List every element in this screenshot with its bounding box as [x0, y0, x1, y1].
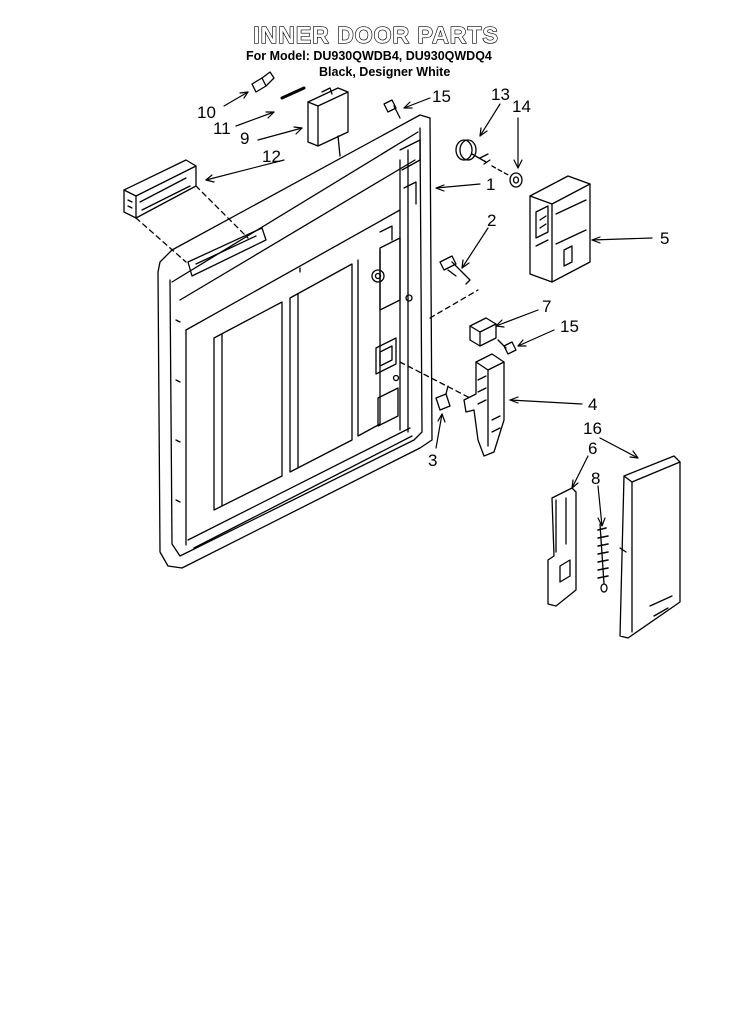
callout-8: 8 — [591, 469, 601, 488]
part-3-clip — [435, 385, 451, 411]
callout-1: 1 — [486, 175, 496, 194]
part-8-spring — [597, 523, 609, 593]
callout-12: 12 — [262, 147, 281, 166]
callout-10: 10 — [197, 103, 216, 122]
part-4-latch — [463, 353, 505, 457]
callout-14: 14 — [512, 97, 531, 116]
part-7-switch — [469, 317, 497, 347]
callout-2: 2 — [487, 211, 497, 230]
part-11-rod — [280, 86, 306, 100]
callout-6: 6 — [588, 439, 598, 458]
inner-door-panel — [157, 114, 479, 569]
callout-15-right: 15 — [560, 317, 579, 336]
part-5-dispenser — [529, 175, 591, 283]
callout-3: 3 — [428, 451, 438, 470]
part-10-clip — [251, 71, 275, 93]
callout-5: 5 — [660, 229, 670, 248]
part-2-bracket — [439, 255, 471, 285]
part-15-screw-right — [497, 339, 517, 355]
part-16-panel — [619, 455, 681, 639]
callout-9: 9 — [240, 129, 250, 148]
part-14-nut — [509, 172, 523, 188]
callout-13: 13 — [491, 85, 510, 104]
part-15-screw-top — [383, 99, 401, 119]
part-13-knob — [455, 139, 511, 177]
callout-15-top: 15 — [432, 87, 451, 106]
diagram-title: INNER DOOR PARTS — [253, 21, 499, 48]
callout-7: 7 — [542, 297, 552, 316]
part-6-lever — [547, 487, 577, 607]
model-line: For Model: DU930QWDB4, DU930QWDQ4 — [246, 49, 492, 63]
part-12-handle — [123, 159, 249, 263]
color-line: Black, Designer White — [319, 65, 451, 79]
callout-4: 4 — [588, 395, 598, 414]
leader-lines — [205, 91, 653, 527]
callout-16: 16 — [583, 419, 602, 438]
callout-11: 11 — [213, 119, 231, 138]
part-9-cover — [307, 87, 349, 157]
